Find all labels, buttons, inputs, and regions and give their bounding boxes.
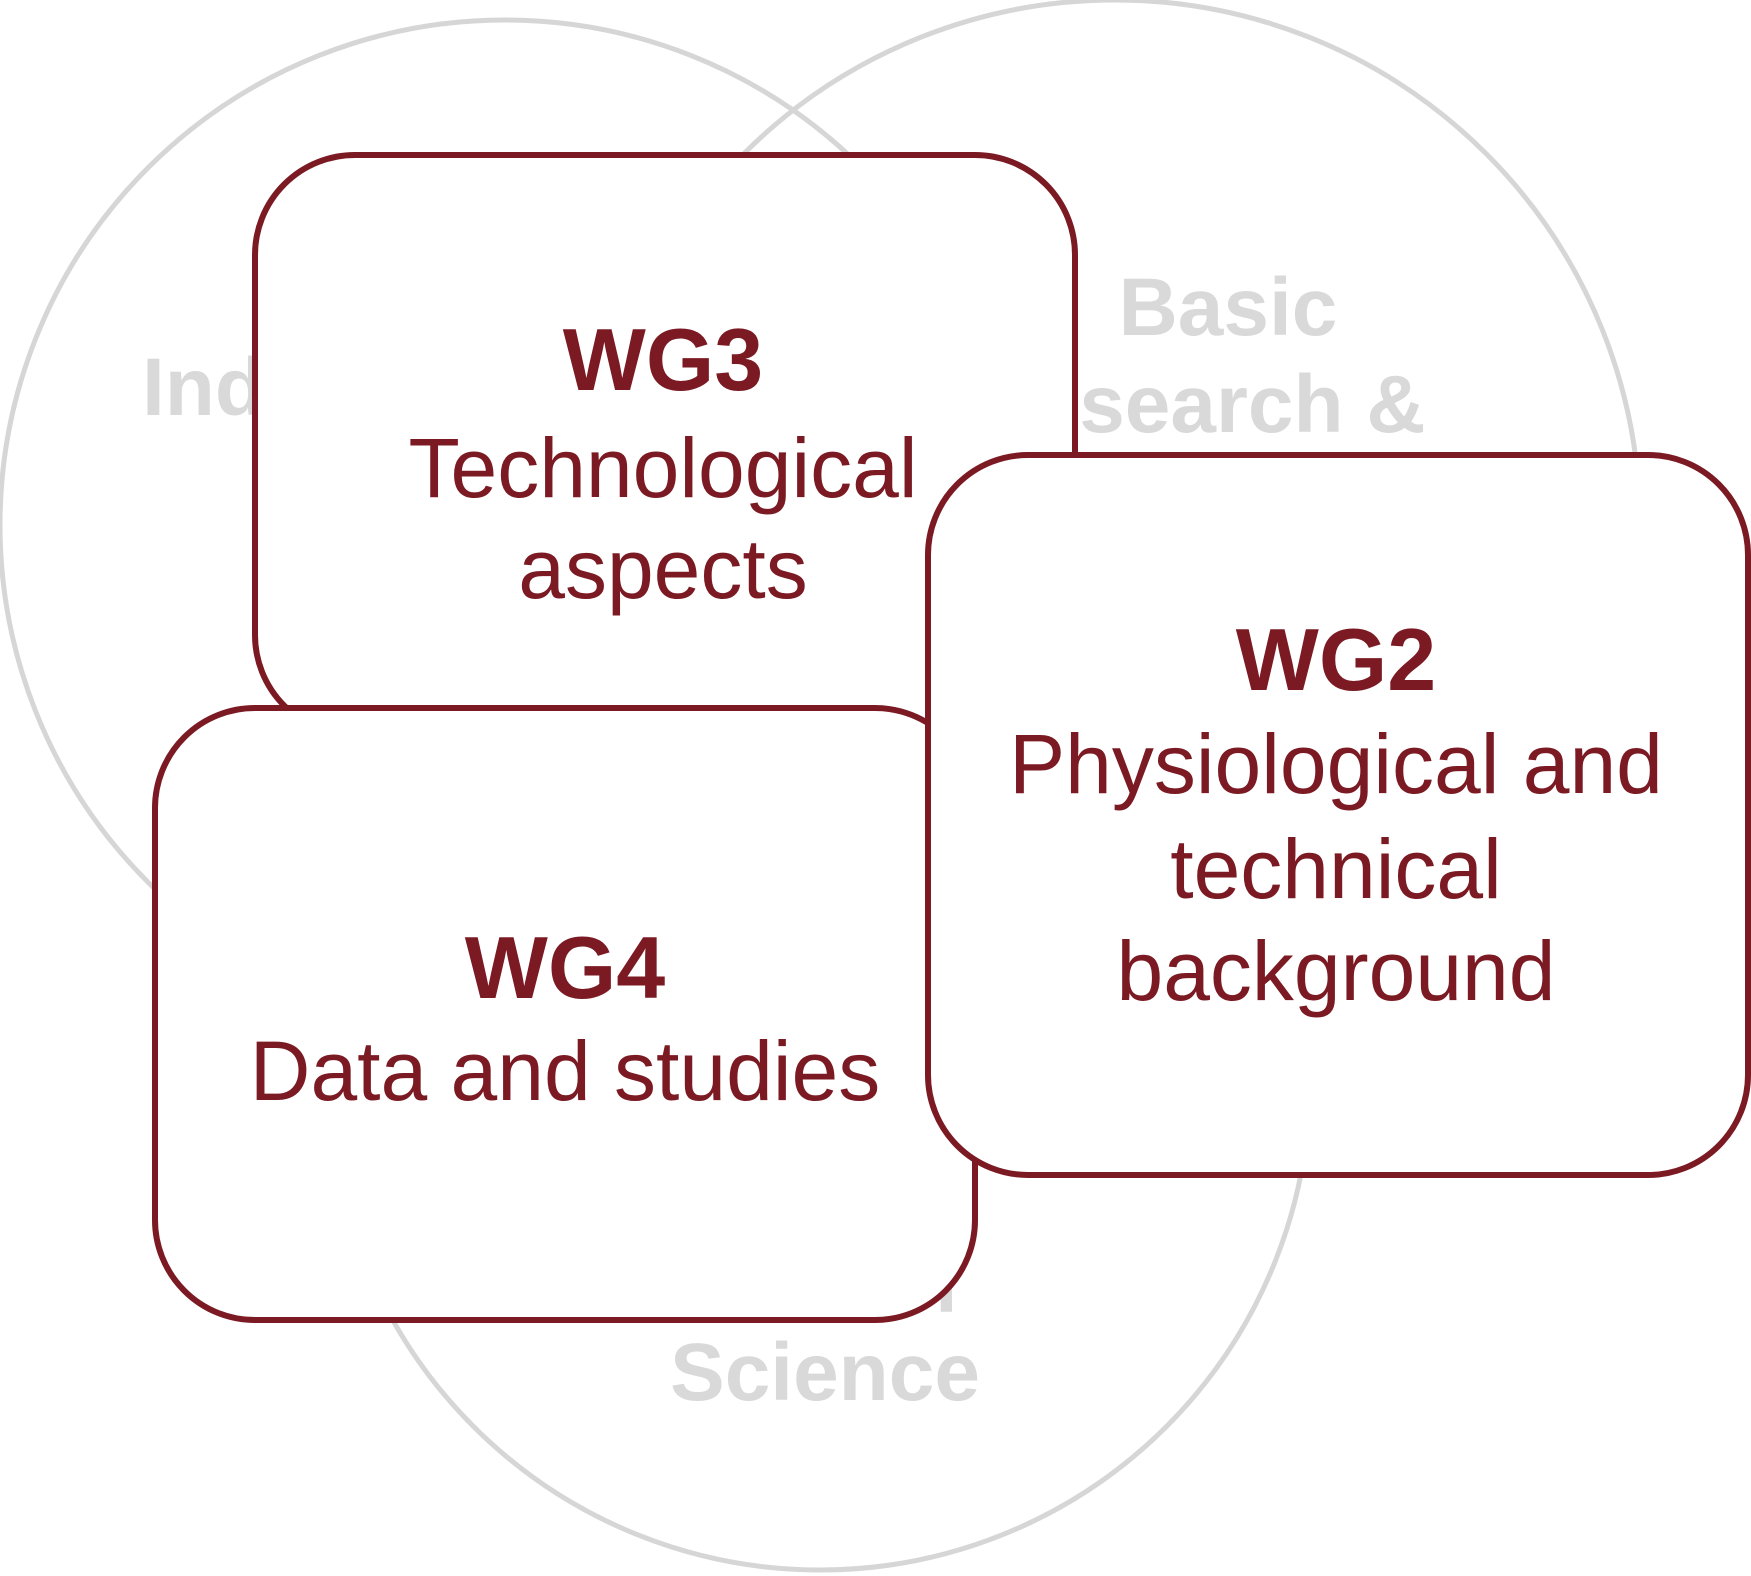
wg4-title: WG4: [465, 918, 666, 1017]
wg2-box: WG2 Physiological and technical backgrou…: [925, 452, 1751, 1178]
wg2-line-1: Physiological and: [1009, 717, 1663, 811]
circle-left-label: Ind: [142, 342, 265, 433]
wg3-title: WG3: [563, 310, 763, 409]
wg2-frame: [925, 452, 1751, 1178]
wg3-box: WG3 Technological aspects: [252, 152, 1078, 738]
wg3-line-1: Technological: [408, 421, 917, 515]
circle-right-label-line1: Basic: [1119, 262, 1338, 353]
wg4-box: WG4 Data and studies: [152, 705, 978, 1323]
wg4-line-1: Data and studies: [250, 1024, 880, 1118]
wg2-line-2: technical: [1170, 822, 1502, 916]
wg3-line-2: aspects: [518, 522, 808, 616]
wg2-title: WG2: [1236, 610, 1436, 709]
circle-bottom-label-line2: Science: [670, 1327, 980, 1418]
wg2-line-3: background: [1117, 924, 1556, 1018]
